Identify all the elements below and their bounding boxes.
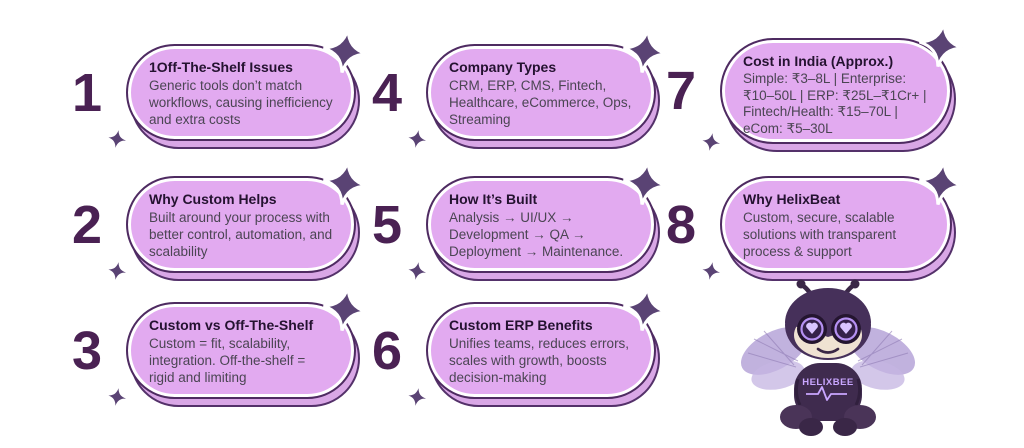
info-card-6: 6 Custom ERP Benefits Unifies teams, red… — [362, 284, 670, 408]
card-body: Simple: ₹3–8L | Enterprise: ₹10–50L | ER… — [743, 71, 927, 136]
card-body: Analysis → UI/UX → Development → QA → De… — [449, 210, 624, 259]
info-card-1: 1 1Off-The-Shelf Issues Generic tools do… — [62, 26, 370, 150]
heartbeat-line — [806, 386, 847, 401]
card-number: 3 — [71, 320, 102, 381]
sparkle-icon-small — [406, 128, 428, 150]
sparkle-icon — [916, 158, 966, 208]
smile — [816, 347, 840, 354]
sparkle-icon-small — [406, 386, 428, 408]
card-body: Generic tools don’t match workflows, cau… — [149, 78, 333, 127]
card-title: Why Custom Helps — [149, 191, 277, 207]
card-number: 2 — [71, 194, 102, 255]
sparkle-icon-small — [700, 260, 722, 282]
helixbee-mascot: HELIXBEE — [740, 279, 916, 436]
card-title: How It’s Built — [449, 191, 538, 207]
info-card-2: 2 Why Custom Helps Built around your pro… — [62, 158, 370, 282]
card-title: Company Types — [449, 59, 557, 75]
card-body: CRM, ERP, CMS, Fintech, Healthcare, eCom… — [449, 78, 632, 127]
card-bubble: Cost in India (Approx.) Simple: ₹3–8L | … — [720, 38, 952, 144]
antenna-tip — [850, 279, 860, 289]
card-number: 7 — [665, 61, 696, 121]
info-card-5: 5 How It’s Built Analysis → UI/UX → Deve… — [362, 158, 670, 282]
foot-left — [799, 418, 823, 436]
card-bubble: Custom ERP Benefits Unifies teams, reduc… — [426, 302, 656, 399]
sparkle-icon-small — [106, 128, 128, 150]
body-segments — [794, 378, 862, 406]
antenna-tip — [796, 279, 806, 289]
card-bubble: How It’s Built Analysis → UI/UX → Develo… — [426, 176, 656, 273]
eye-left — [797, 314, 827, 344]
card-bubble: Company Types CRM, ERP, CMS, Fintech, He… — [426, 44, 656, 141]
card-body: Custom = fit, scalability, integration. … — [149, 336, 306, 385]
sparkle-icon — [916, 20, 966, 70]
eye-right — [831, 314, 861, 344]
foot-right — [833, 418, 857, 436]
sparkle-icon-small — [106, 260, 128, 282]
card-bubble: Why HelixBeat Custom, secure, scalable s… — [720, 176, 952, 273]
card-bubble: Custom vs Off-The-Shelf Custom = fit, sc… — [126, 302, 356, 399]
card-body: Custom, secure, scalable solutions with … — [743, 210, 897, 259]
sparkle-icon-small — [406, 260, 428, 282]
sparkle-icon-small — [106, 386, 128, 408]
card-title: Why HelixBeat — [743, 191, 841, 207]
card-body: Unifies teams, reduces errors, scales wi… — [449, 336, 630, 385]
card-number: 1 — [71, 62, 102, 123]
card-title: Cost in India (Approx.) — [743, 53, 894, 69]
card-number: 6 — [371, 320, 402, 381]
info-card-7: 7 Cost in India (Approx.) Simple: ₹3–8L … — [656, 20, 966, 153]
card-title: Custom vs Off-The-Shelf — [149, 317, 314, 333]
card-number: 5 — [371, 194, 402, 255]
card-body: Built around your process with better co… — [149, 210, 333, 259]
card-number: 8 — [665, 194, 696, 255]
card-bubble: 1Off-The-Shelf Issues Generic tools don’… — [126, 44, 356, 141]
info-card-8: 8 Why HelixBeat Custom, secure, scalable… — [656, 158, 966, 282]
bee-body — [794, 363, 862, 421]
card-bubble: Why Custom Helps Built around your proce… — [126, 176, 356, 273]
info-card-4: 4 Company Types CRM, ERP, CMS, Fintech, … — [362, 26, 670, 150]
card-title: 1Off-The-Shelf Issues — [149, 59, 293, 75]
sparkle-icon-small — [700, 131, 722, 153]
mascot-label: HELIXBEE — [802, 377, 854, 388]
info-card-3: 3 Custom vs Off-The-Shelf Custom = fit, … — [62, 284, 370, 408]
card-number: 4 — [371, 62, 402, 123]
sparkle-icon — [620, 284, 670, 334]
card-title: Custom ERP Benefits — [449, 317, 593, 333]
